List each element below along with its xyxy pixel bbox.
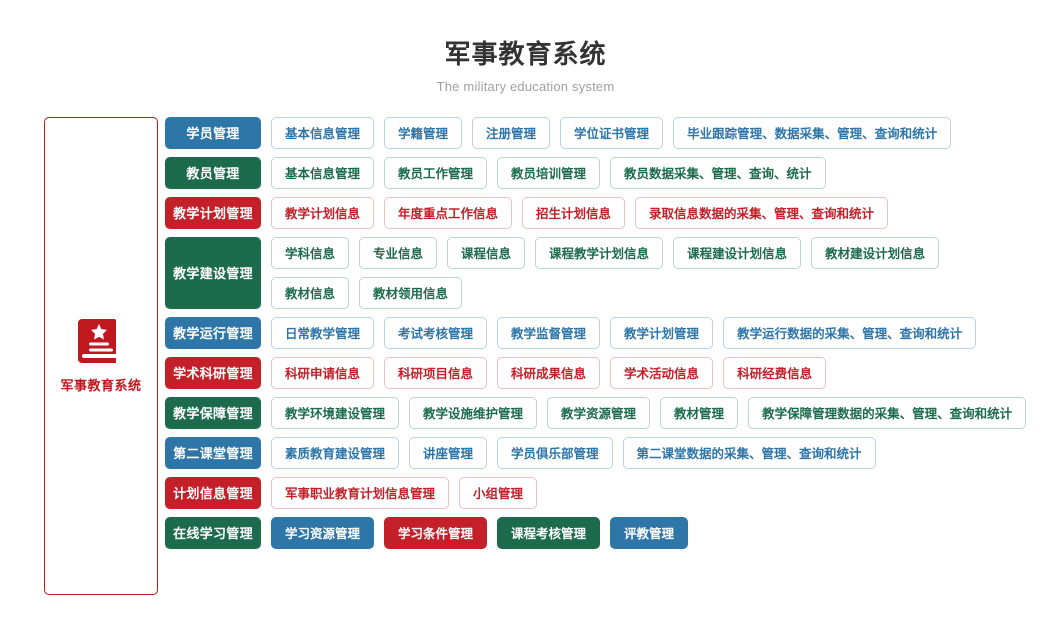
- module-button[interactable]: 学科信息: [271, 236, 350, 269]
- module-button[interactable]: 教学设施维护管理: [409, 396, 538, 429]
- category-button[interactable]: 在线学习管理: [165, 516, 261, 549]
- module-button[interactable]: 注册管理: [472, 116, 551, 149]
- page-body: 军事教育系统 学员管理基本信息管理学籍管理注册管理学位证书管理毕业跟踪管理、数据…: [0, 116, 1051, 595]
- category-row: 教学建设管理学科信息专业信息课程信息课程教学计划信息课程建设计划信息教材建设计划…: [165, 236, 1039, 309]
- module-button[interactable]: 教学计划管理: [610, 316, 714, 349]
- category-items-line: 教学环境建设管理教学设施维护管理教学资源管理教材管理教学保障管理数据的采集、管理…: [271, 396, 1039, 429]
- module-button[interactable]: 学术活动信息: [610, 356, 714, 389]
- category-items: 教学环境建设管理教学设施维护管理教学资源管理教材管理教学保障管理数据的采集、管理…: [261, 396, 1039, 429]
- category-items-line: 学习资源管理学习条件管理课程考核管理评教管理: [271, 516, 1039, 549]
- category-items: 军事职业教育计划信息管理小组管理: [261, 476, 1039, 509]
- module-button[interactable]: 教学计划信息: [271, 196, 375, 229]
- category-items-line: 学科信息专业信息课程信息课程教学计划信息课程建设计划信息教材建设计划信息: [271, 236, 1039, 269]
- module-button[interactable]: 教材信息: [271, 276, 350, 309]
- category-button[interactable]: 教学计划管理: [165, 196, 261, 229]
- module-button[interactable]: 素质教育建设管理: [271, 436, 400, 469]
- category-items: 素质教育建设管理讲座管理学员俱乐部管理第二课堂数据的采集、管理、查询和统计: [261, 436, 1039, 469]
- category-button[interactable]: 计划信息管理: [165, 476, 261, 509]
- category-matrix: 学员管理基本信息管理学籍管理注册管理学位证书管理毕业跟踪管理、数据采集、管理、查…: [165, 116, 1051, 557]
- module-button[interactable]: 毕业跟踪管理、数据采集、管理、查询和统计: [673, 116, 952, 149]
- category-items-line: 教学计划信息年度重点工作信息招生计划信息录取信息数据的采集、管理、查询和统计: [271, 196, 1039, 229]
- category-row: 第二课堂管理素质教育建设管理讲座管理学员俱乐部管理第二课堂数据的采集、管理、查询…: [165, 436, 1039, 469]
- brand-name: 军事教育系统: [60, 378, 142, 393]
- module-button[interactable]: 教材领用信息: [359, 276, 463, 309]
- page-header: 军事教育系统 The military education system: [0, 0, 1051, 94]
- brand-column: 军事教育系统: [0, 116, 165, 595]
- module-button[interactable]: 小组管理: [459, 476, 538, 509]
- page-title: 军事教育系统: [444, 39, 607, 69]
- module-button[interactable]: 课程教学计划信息: [535, 236, 664, 269]
- module-button[interactable]: 基本信息管理: [271, 156, 375, 189]
- module-button[interactable]: 基本信息管理: [271, 116, 375, 149]
- category-row: 教员管理基本信息管理教员工作管理教员培训管理教员数据采集、管理、查询、统计: [165, 156, 1039, 189]
- category-items-line: 军事职业教育计划信息管理小组管理: [271, 476, 1039, 509]
- module-button[interactable]: 考试考核管理: [384, 316, 488, 349]
- module-button[interactable]: 招生计划信息: [522, 196, 626, 229]
- module-button[interactable]: 教学监督管理: [497, 316, 601, 349]
- category-button[interactable]: 学员管理: [165, 116, 261, 149]
- category-items-line: 科研申请信息科研项目信息科研成果信息学术活动信息科研经费信息: [271, 356, 1039, 389]
- book-star-icon: [78, 317, 124, 365]
- category-items-line: 基本信息管理教员工作管理教员培训管理教员数据采集、管理、查询、统计: [271, 156, 1039, 189]
- module-button[interactable]: 课程建设计划信息: [673, 236, 802, 269]
- module-button[interactable]: 军事职业教育计划信息管理: [271, 476, 450, 509]
- category-button[interactable]: 学术科研管理: [165, 356, 261, 389]
- brand-card[interactable]: 军事教育系统: [44, 116, 158, 595]
- category-row: 教学保障管理教学环境建设管理教学设施维护管理教学资源管理教材管理教学保障管理数据…: [165, 396, 1039, 429]
- module-button[interactable]: 录取信息数据的采集、管理、查询和统计: [635, 196, 889, 229]
- module-button[interactable]: 评教管理: [610, 516, 689, 549]
- module-button[interactable]: 科研成果信息: [497, 356, 601, 389]
- module-button[interactable]: 教学资源管理: [547, 396, 651, 429]
- module-button[interactable]: 讲座管理: [409, 436, 488, 469]
- category-items-line: 教材信息教材领用信息: [271, 276, 1039, 309]
- module-button[interactable]: 课程信息: [447, 236, 526, 269]
- category-items: 日常教学管理考试考核管理教学监督管理教学计划管理教学运行数据的采集、管理、查询和…: [261, 316, 1039, 349]
- category-button[interactable]: 教学运行管理: [165, 316, 261, 349]
- module-button[interactable]: 教员工作管理: [384, 156, 488, 189]
- category-items: 基本信息管理学籍管理注册管理学位证书管理毕业跟踪管理、数据采集、管理、查询和统计: [261, 116, 1039, 149]
- page-subtitle: The military education system: [436, 78, 615, 94]
- category-row: 教学计划管理教学计划信息年度重点工作信息招生计划信息录取信息数据的采集、管理、查…: [165, 196, 1039, 229]
- category-items-line: 素质教育建设管理讲座管理学员俱乐部管理第二课堂数据的采集、管理、查询和统计: [271, 436, 1039, 469]
- module-button[interactable]: 第二课堂数据的采集、管理、查询和统计: [622, 436, 876, 469]
- category-items: 教学计划信息年度重点工作信息招生计划信息录取信息数据的采集、管理、查询和统计: [261, 196, 1039, 229]
- module-button[interactable]: 教员培训管理: [497, 156, 601, 189]
- category-button[interactable]: 第二课堂管理: [165, 436, 261, 469]
- module-button[interactable]: 学员俱乐部管理: [497, 436, 613, 469]
- category-items: 学科信息专业信息课程信息课程教学计划信息课程建设计划信息教材建设计划信息教材信息…: [261, 236, 1039, 309]
- module-button[interactable]: 科研经费信息: [723, 356, 827, 389]
- module-button[interactable]: 课程考核管理: [497, 516, 601, 549]
- module-button[interactable]: 教学环境建设管理: [271, 396, 400, 429]
- category-items: 科研申请信息科研项目信息科研成果信息学术活动信息科研经费信息: [261, 356, 1039, 389]
- module-button[interactable]: 教材管理: [660, 396, 739, 429]
- category-items: 学习资源管理学习条件管理课程考核管理评教管理: [261, 516, 1039, 549]
- module-button[interactable]: 日常教学管理: [271, 316, 375, 349]
- module-button[interactable]: 年度重点工作信息: [384, 196, 513, 229]
- category-row: 学员管理基本信息管理学籍管理注册管理学位证书管理毕业跟踪管理、数据采集、管理、查…: [165, 116, 1039, 149]
- module-button[interactable]: 科研项目信息: [384, 356, 488, 389]
- category-row: 在线学习管理学习资源管理学习条件管理课程考核管理评教管理: [165, 516, 1039, 549]
- module-button[interactable]: 科研申请信息: [271, 356, 375, 389]
- module-button[interactable]: 学籍管理: [384, 116, 463, 149]
- category-row: 计划信息管理军事职业教育计划信息管理小组管理: [165, 476, 1039, 509]
- module-button[interactable]: 学习资源管理: [271, 516, 375, 549]
- category-items-line: 日常教学管理考试考核管理教学监督管理教学计划管理教学运行数据的采集、管理、查询和…: [271, 316, 1039, 349]
- module-button[interactable]: 教员数据采集、管理、查询、统计: [610, 156, 826, 189]
- module-button[interactable]: 教学运行数据的采集、管理、查询和统计: [723, 316, 977, 349]
- category-button[interactable]: 教员管理: [165, 156, 261, 189]
- category-button[interactable]: 教学保障管理: [165, 396, 261, 429]
- category-items: 基本信息管理教员工作管理教员培训管理教员数据采集、管理、查询、统计: [261, 156, 1039, 189]
- category-row: 学术科研管理科研申请信息科研项目信息科研成果信息学术活动信息科研经费信息: [165, 356, 1039, 389]
- module-button[interactable]: 教学保障管理数据的采集、管理、查询和统计: [748, 396, 1027, 429]
- category-row: 教学运行管理日常教学管理考试考核管理教学监督管理教学计划管理教学运行数据的采集、…: [165, 316, 1039, 349]
- module-button[interactable]: 专业信息: [359, 236, 438, 269]
- module-button[interactable]: 学习条件管理: [384, 516, 488, 549]
- module-button[interactable]: 教材建设计划信息: [811, 236, 940, 269]
- module-button[interactable]: 学位证书管理: [560, 116, 664, 149]
- category-button[interactable]: 教学建设管理: [165, 236, 261, 309]
- category-items-line: 基本信息管理学籍管理注册管理学位证书管理毕业跟踪管理、数据采集、管理、查询和统计: [271, 116, 1039, 149]
